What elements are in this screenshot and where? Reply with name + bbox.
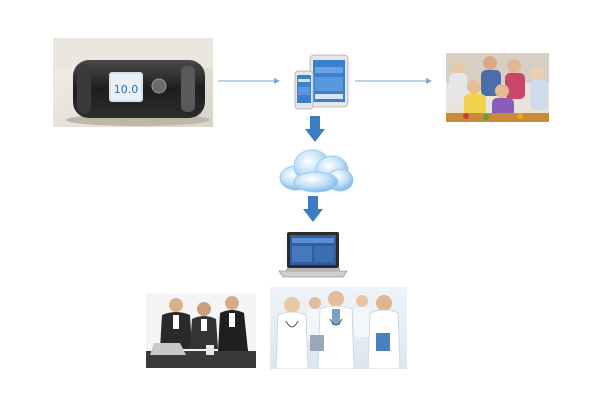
cloud-icon: [279, 149, 354, 193]
device-screen-reading: 10.0: [114, 83, 139, 96]
laptop: [277, 231, 349, 279]
arrow-device-to-mobile: [218, 76, 280, 86]
smartphone-icon: [294, 70, 314, 110]
cpap-device-photo: 10.0: [53, 38, 213, 127]
cpap-machine-icon: 10.0: [53, 38, 213, 127]
arrow-mobile-to-cloud: [305, 116, 325, 142]
arrow-mobile-to-family: [355, 76, 432, 86]
mobile-devices: [294, 53, 350, 111]
doctors-photo: [270, 287, 407, 369]
business-team-photo: [146, 293, 256, 368]
family-photo: [446, 53, 549, 122]
tablet-icon: [309, 54, 349, 108]
cloud: [276, 146, 356, 194]
laptop-icon: [278, 232, 348, 278]
arrow-cloud-to-laptop: [303, 196, 323, 222]
